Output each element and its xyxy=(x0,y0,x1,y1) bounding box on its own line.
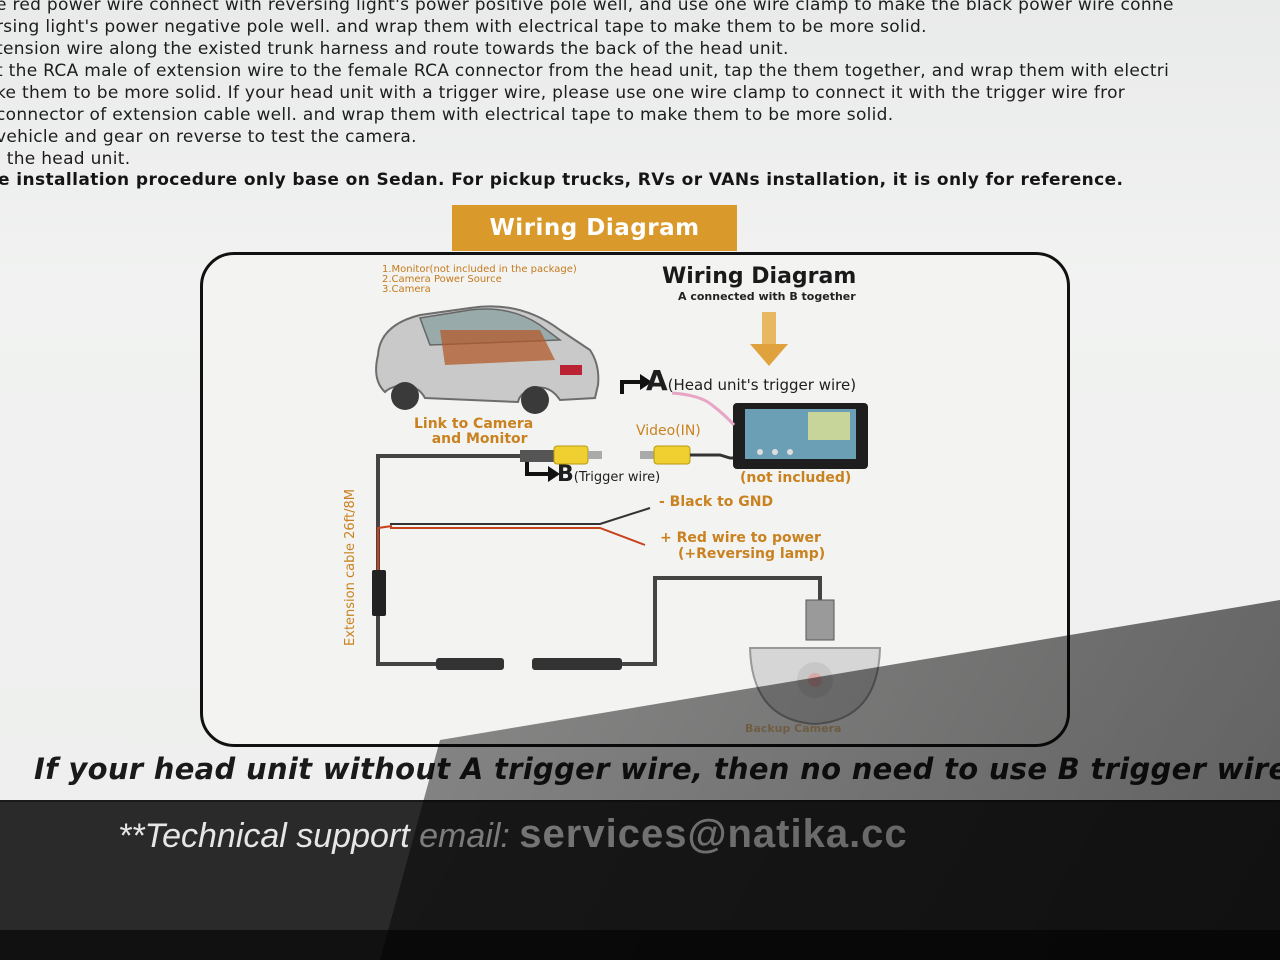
junction-to-wires xyxy=(377,525,393,570)
link-label-line: and Monitor xyxy=(431,431,528,447)
extension-cable-label: Extension cable 26ft/8M xyxy=(342,489,358,646)
link-label-line: Link to Camera xyxy=(414,416,534,432)
label-a: A(Head unit's trigger wire) xyxy=(646,364,856,397)
sedan-note: e installation procedure only base on Se… xyxy=(0,170,1124,190)
car-wheel-rear xyxy=(521,386,549,414)
label-b-letter: B xyxy=(557,462,574,487)
head-unit-illustration xyxy=(733,403,868,469)
instruction-line: vehicle and gear on reverse to test the … xyxy=(0,127,417,147)
instruction-line: l the head unit. xyxy=(0,149,131,169)
red-power-label: + Red wire to power (+Reversing lamp) xyxy=(660,530,825,562)
camera-label: Backup Camera xyxy=(745,722,842,735)
video-in-label: Video(IN) xyxy=(636,423,701,439)
floor-surface xyxy=(0,930,1280,960)
rca-male-connector xyxy=(520,445,602,465)
legend-item: 3.Camera xyxy=(382,284,431,295)
diagram-subtitle: A connected with B together xyxy=(678,290,856,303)
label-b-text: (Trigger wire) xyxy=(573,470,661,485)
instruction-line: rsing light's power negative pole well. … xyxy=(0,17,927,37)
legend-item: 2.Camera Power Source xyxy=(382,274,502,285)
trigger-wire-note: If your head unit without A trigger wire… xyxy=(34,752,1280,786)
a-arrow-icon xyxy=(620,374,652,394)
rca-female-connector xyxy=(640,445,733,465)
diagram-title: Wiring Diagram xyxy=(662,264,857,289)
label-a-text: (Head unit's trigger wire) xyxy=(667,376,857,394)
backup-camera-illustration xyxy=(748,599,882,726)
down-arrow-icon xyxy=(750,312,788,366)
legend-item: 1.Monitor(not included in the package) xyxy=(382,264,577,275)
not-included-label: (not included) xyxy=(740,470,852,486)
car-tail-light xyxy=(560,365,582,375)
instruction-list: e red power wire connect with reversing … xyxy=(0,0,1280,170)
car-illustration xyxy=(375,305,600,414)
wiring-diagram-drawing xyxy=(372,305,882,726)
b-arrow-icon xyxy=(525,460,560,482)
car-wheel-front xyxy=(391,382,419,410)
cable-junction xyxy=(372,570,386,616)
black-gnd-wire xyxy=(390,507,651,525)
link-label: Link to Camera and Monitor xyxy=(414,417,533,447)
label-a-letter: A xyxy=(646,364,668,397)
support-label: **Technical support email: xyxy=(118,817,520,855)
black-gnd-label: - Black to GND xyxy=(659,494,774,510)
extension-cable xyxy=(376,454,520,666)
diagram-legend: 1.Monitor(not included in the package) 2… xyxy=(382,265,577,295)
support-email: services@natika.cc xyxy=(519,812,908,856)
instruction-line: t the RCA male of extension wire to the … xyxy=(0,61,1170,81)
red-power-wire xyxy=(390,527,646,546)
car-interior xyxy=(440,330,555,365)
cable-plug-right xyxy=(532,658,622,670)
red-power-line: (+Reversing lamp) xyxy=(678,546,826,562)
wiring-diagram-tab: Wiring Diagram xyxy=(452,205,737,251)
label-b: B(Trigger wire) xyxy=(557,462,660,487)
head-unit-trigger-wire xyxy=(671,391,736,427)
instruction-line: e red power wire connect with reversing … xyxy=(0,0,1174,15)
support-line: **Technical support email: services@nati… xyxy=(118,812,908,857)
cable-plug-left xyxy=(436,658,504,670)
instruction-sheet: e red power wire connect with reversing … xyxy=(0,0,1280,800)
instruction-line: ke them to be more solid. If your head u… xyxy=(0,83,1126,103)
instruction-line: connector of extension cable well. and w… xyxy=(0,105,894,125)
red-power-line: + Red wire to power xyxy=(660,530,821,546)
instruction-line: tension wire along the existed trunk har… xyxy=(0,39,789,59)
